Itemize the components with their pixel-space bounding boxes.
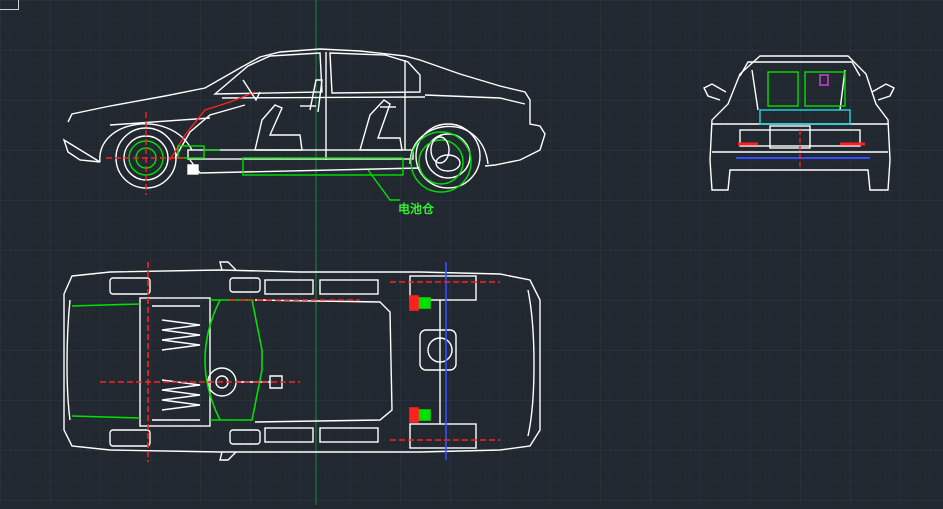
front-view-colored: [736, 71, 870, 170]
ucs-corner-mark: [0, 0, 19, 10]
side-window-front: [213, 52, 323, 95]
plan-view: [63, 261, 541, 461]
battery-compartment-outline: [242, 157, 404, 176]
side-view-colored: [106, 79, 472, 201]
side-window-rear: [329, 52, 421, 94]
battery-compartment-label: 电池仓: [398, 202, 435, 216]
battery-leader-line: [367, 169, 400, 201]
plan-view-colored: [71, 262, 500, 462]
side-front-wheel: [415, 123, 481, 189]
plan-body-outline: [63, 269, 541, 453]
